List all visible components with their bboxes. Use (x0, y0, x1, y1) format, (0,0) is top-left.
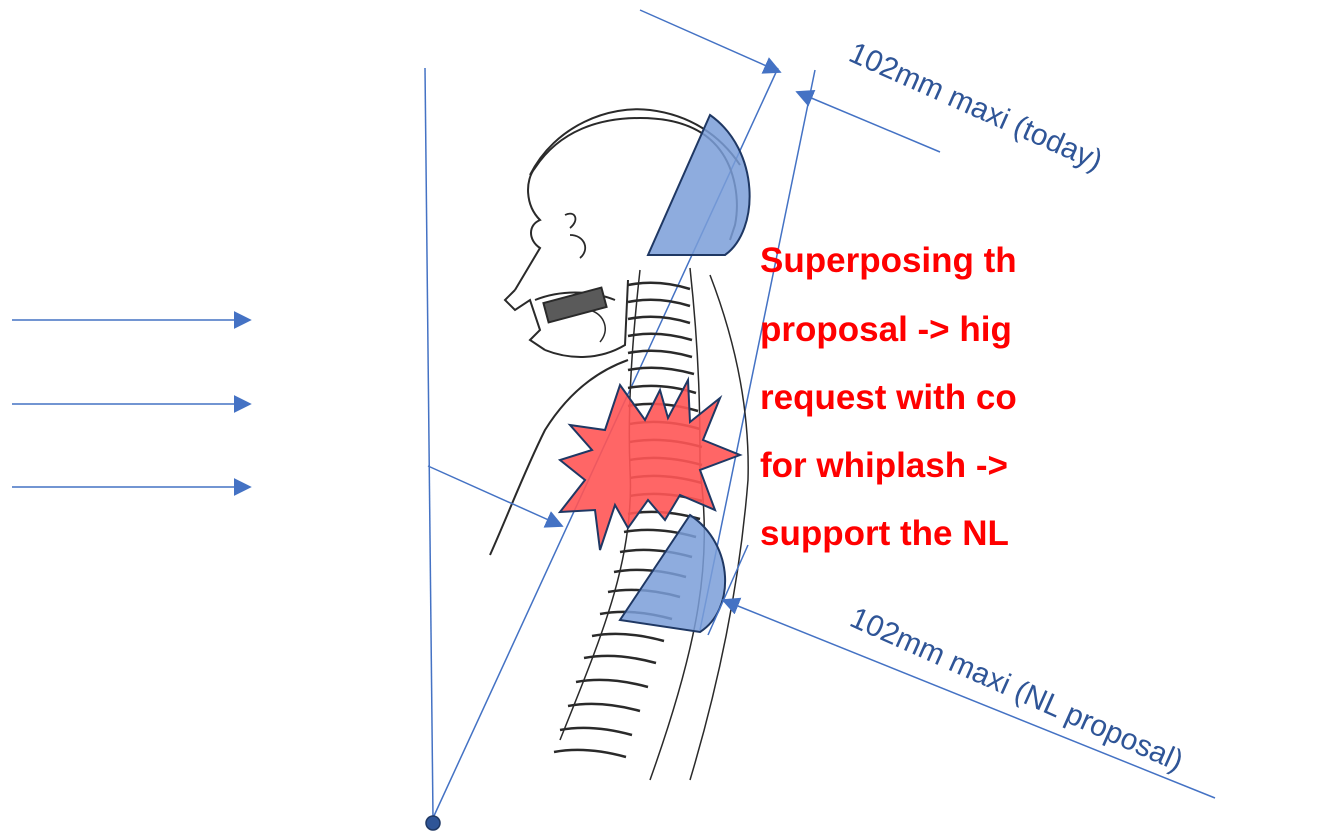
top-dimension-arrow-left (640, 10, 780, 72)
callout-line-3: request with co (760, 378, 1017, 417)
neck-pointer-arrow (428, 466, 562, 526)
top-dimension-label: 102mm maxi (today) (844, 36, 1107, 177)
callout-line-5: support the NL (760, 514, 1009, 553)
bottom-dimension-arrow (723, 600, 1215, 798)
headrest-today (648, 115, 750, 255)
pivot-point-icon (426, 816, 440, 830)
callout-line-1: Superposing th (760, 241, 1017, 280)
impact-direction-arrows (12, 320, 250, 487)
callout-line-2: proposal -> hig (760, 310, 1012, 349)
vertical-reference-line (425, 68, 433, 818)
callout-line-4: for whiplash -> (760, 446, 1008, 485)
bottom-dimension-label: 102mm maxi (NL proposal) (845, 601, 1188, 778)
top-dimension-arrow-right (797, 92, 940, 152)
callout-text-block: Superposing th proposal -> hig request w… (760, 241, 1017, 553)
starburst-icon (560, 380, 740, 550)
